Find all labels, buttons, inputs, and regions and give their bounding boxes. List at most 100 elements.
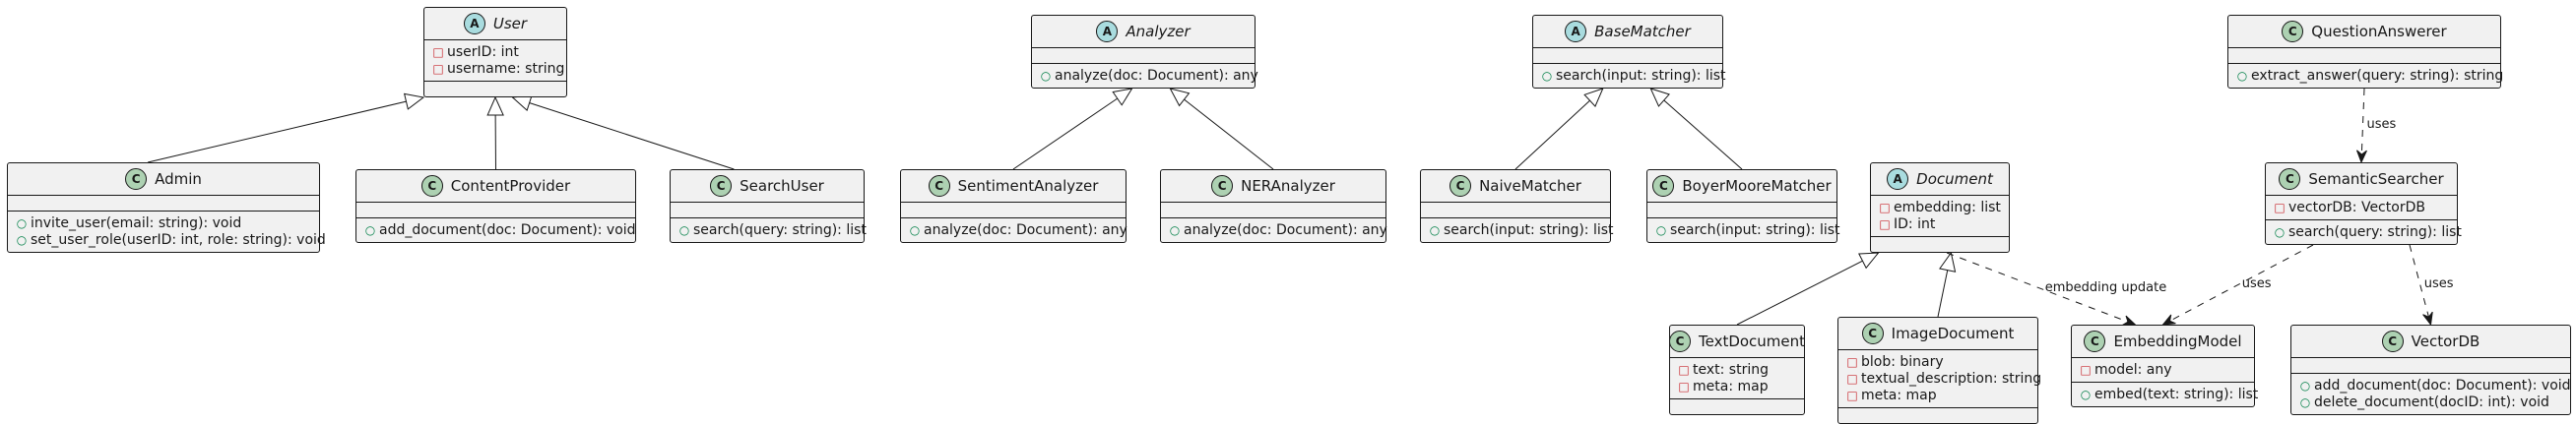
methods-section: [1838, 408, 2037, 423]
abstract-class-icon: A: [463, 13, 485, 34]
public-visibility-icon: ○: [16, 232, 28, 247]
methods-section: ○invite_user(email: string): void○set_us…: [8, 212, 326, 252]
attribute-text: blob: binary: [1861, 353, 1944, 370]
dependency-edge: [2361, 88, 2364, 162]
private-visibility-icon: □: [2274, 200, 2286, 214]
attribute-text: vectorDB: VectorDB: [2288, 199, 2425, 215]
attributes-section: □userID: int□username: string: [424, 40, 566, 82]
public-visibility-icon: ○: [1169, 222, 1181, 237]
public-visibility-icon: ○: [1541, 68, 1553, 83]
methods-section: [1670, 399, 1804, 414]
method-text: extract_answer(query: string): string: [2251, 67, 2504, 84]
method: ○analyze(doc: Document): any: [1040, 67, 1258, 84]
methods-section: ○analyze(doc: Document): any: [1161, 218, 1387, 242]
method: ○extract_answer(query: string): string: [2236, 67, 2504, 84]
public-visibility-icon: ○: [1429, 222, 1441, 237]
class-name: Analyzer: [1126, 23, 1191, 40]
private-visibility-icon: □: [1879, 216, 1891, 231]
method: ○search(query: string): list: [2274, 223, 2462, 240]
methods-section: ○search(input: string): list: [1421, 218, 1614, 242]
method: ○search(input: string): list: [1541, 67, 1726, 84]
inheritance-edge: [1736, 253, 1879, 326]
public-visibility-icon: ○: [2236, 68, 2248, 83]
attributes-section: [356, 203, 635, 218]
attribute: □model: any: [2080, 361, 2246, 378]
method: ○analyze(doc: Document): any: [1169, 221, 1387, 238]
class-header: C SearchUser: [671, 170, 864, 203]
public-visibility-icon: ○: [678, 222, 690, 237]
private-visibility-icon: □: [1846, 388, 1858, 402]
dependency-edge: [2163, 244, 2314, 325]
class-name: SearchUser: [740, 177, 824, 195]
class-icon: C: [710, 175, 733, 197]
method-text: add_document(doc: Document): void: [379, 221, 636, 238]
method: ○add_document(doc: Document): void: [2299, 377, 2571, 394]
public-visibility-icon: ○: [1655, 222, 1667, 237]
class-name: ImageDocument: [1891, 325, 2015, 342]
private-visibility-icon: □: [1879, 200, 1891, 214]
inheritance-edge: [1170, 89, 1274, 170]
attribute: □blob: binary: [1846, 353, 2029, 370]
class-icon: C: [2279, 168, 2301, 190]
public-visibility-icon: ○: [2299, 394, 2311, 409]
inheritance-edge: [495, 97, 496, 170]
method: ○delete_document(docID: int): void: [2299, 394, 2562, 410]
edge-label: uses: [2423, 275, 2454, 291]
attribute: □username: string: [432, 60, 564, 77]
methods-section: ○search(query: string): list: [2266, 220, 2462, 244]
method-text: delete_document(docID: int): void: [2314, 394, 2549, 410]
attribute-text: embedding: list: [1894, 199, 2001, 215]
attributes-section: [2228, 48, 2500, 64]
class-name: QuestionAnswerer: [2311, 23, 2447, 40]
method-text: search(query: string): list: [693, 221, 867, 238]
class-icon: C: [928, 175, 950, 197]
methods-section: [1871, 237, 2009, 252]
abstract-class-icon: A: [1565, 21, 1587, 42]
attributes-section: [1647, 203, 1836, 218]
class-search-user[interactable]: C SearchUser ○search(query: string): list: [670, 169, 867, 243]
attribute: □text: string: [1678, 361, 1796, 378]
attribute-text: userID: int: [447, 43, 519, 60]
class-user[interactable]: A User □userID: int□username: string: [423, 7, 567, 97]
class-header: C EmbeddingModel: [2072, 326, 2254, 358]
class-icon: C: [2084, 331, 2106, 352]
private-visibility-icon: □: [1678, 379, 1690, 394]
class-name: Admin: [155, 170, 202, 188]
attributes-section: [1161, 203, 1385, 218]
class-name: EmbeddingModel: [2113, 333, 2242, 350]
method-text: add_document(doc: Document): void: [2314, 377, 2571, 394]
private-visibility-icon: □: [1846, 354, 1858, 369]
attribute: □embedding: list: [1879, 199, 2001, 215]
edge-label: uses: [2241, 275, 2272, 291]
edge-label: embedding update: [2044, 279, 2167, 295]
public-visibility-icon: ○: [2299, 378, 2311, 393]
attribute-text: text: string: [1693, 361, 1769, 378]
attribute-text: username: string: [447, 60, 565, 77]
class-name: User: [492, 15, 528, 32]
methods-section: ○analyze(doc: Document): any: [1032, 64, 1258, 88]
attributes-section: □model: any: [2072, 358, 2254, 383]
attributes-section: [8, 196, 319, 212]
public-visibility-icon: ○: [2080, 387, 2092, 401]
